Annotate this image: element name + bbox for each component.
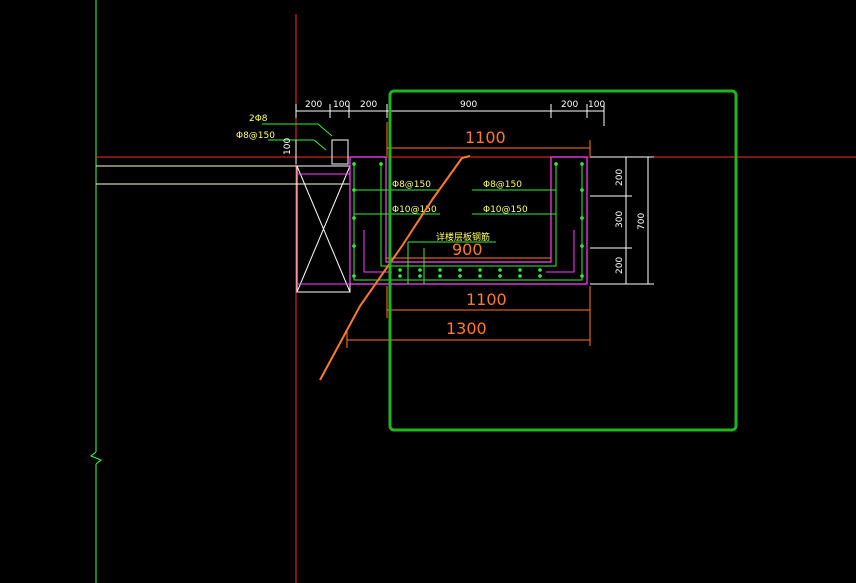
- top-dim-900: 900: [460, 100, 477, 110]
- right-dim-700: 700: [637, 213, 647, 230]
- top-dim-ticks: [295, 104, 605, 126]
- label-right-upper: Φ8@150: [483, 180, 522, 190]
- lip-section: [331, 139, 349, 165]
- right-dim-300: 300: [615, 211, 625, 228]
- channel-rebar-inner: [353, 162, 583, 281]
- label-left-lower: Φ10@150: [392, 205, 437, 215]
- selection-box[interactable]: [388, 89, 738, 432]
- top-dim-200-b: 200: [360, 100, 377, 110]
- dim-1100-bottom: 1100: [466, 290, 507, 309]
- top-dim-100-a: 100: [333, 100, 350, 110]
- top-dim-100-b: 100: [588, 100, 605, 110]
- label-center-note: 详楼层板钢筋: [436, 231, 490, 243]
- rebar-dots: [352, 162, 584, 278]
- channel-outline: [349, 156, 588, 285]
- note-rebar-count: 2Φ8: [249, 114, 268, 124]
- top-dim-200-c: 200: [561, 100, 578, 110]
- label-left-upper: Φ8@150: [392, 180, 431, 190]
- leader-line: [268, 139, 327, 151]
- dim-900: 900: [452, 240, 483, 259]
- green-axis-break-symbol: [90, 451, 102, 465]
- right-dim-200-top: 200: [615, 169, 625, 186]
- label-right-lower: Φ10@150: [483, 205, 528, 215]
- top-dim-200-a: 200: [305, 100, 322, 110]
- right-dim-ticks: [590, 156, 654, 285]
- note-height-100: 100: [283, 138, 293, 155]
- orange-hook: [461, 155, 471, 159]
- right-dim-200-bottom: 200: [615, 257, 625, 274]
- u-hook: [546, 230, 575, 273]
- dim-1300: 1300: [446, 319, 487, 338]
- orange-diagonal-line: [319, 157, 463, 381]
- dim-1100-top: 1100: [465, 128, 506, 147]
- note-stirrup: Φ8@150: [236, 131, 275, 141]
- wall-cross: [296, 165, 351, 293]
- leader-line: [262, 123, 333, 137]
